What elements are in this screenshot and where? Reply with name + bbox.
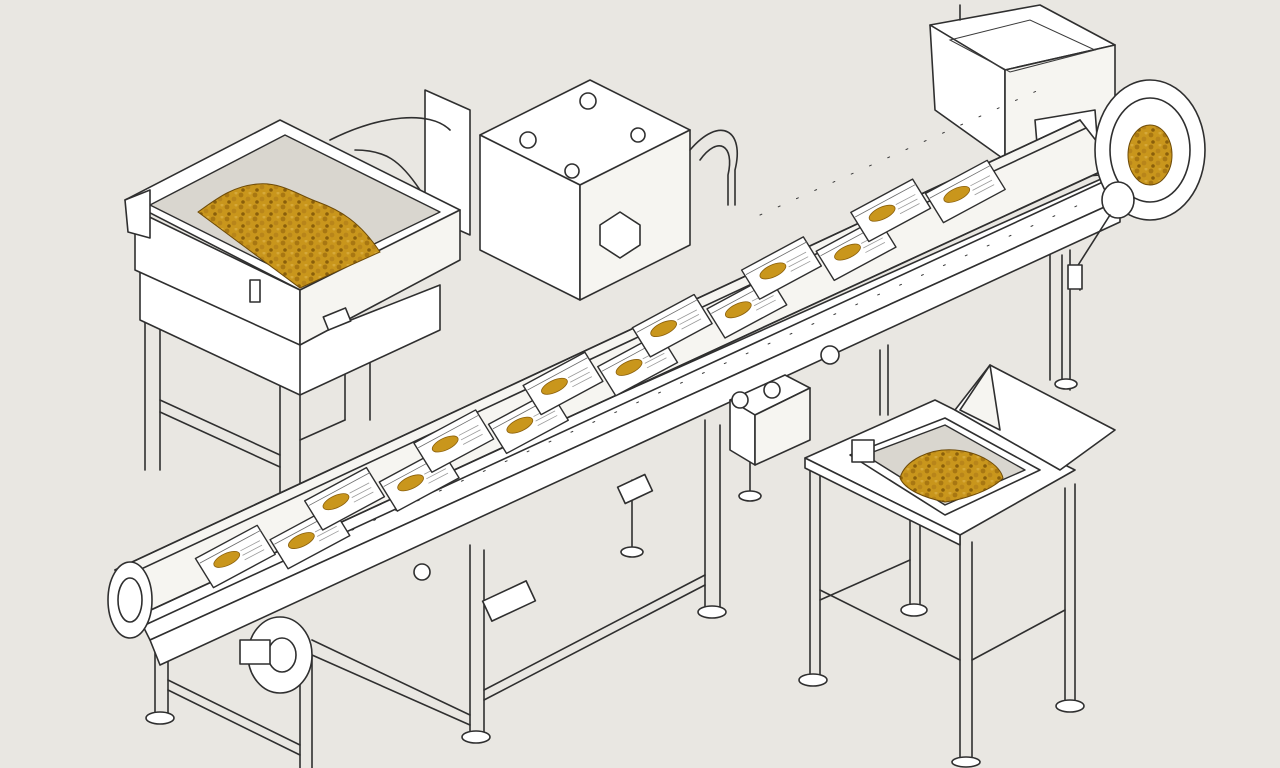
table-foot: [951, 756, 981, 768]
hopper-label-plate: [322, 307, 352, 331]
leveling-foot: [461, 730, 491, 744]
snack-bag: [522, 351, 604, 416]
grain-pile: [197, 183, 381, 289]
snack-bag: [303, 466, 386, 531]
tail-pulley: [107, 561, 153, 639]
snack-bag: [413, 409, 495, 473]
snack-bag: [850, 178, 932, 243]
idler-wheel: [1101, 181, 1135, 219]
tray-clip: [851, 439, 875, 463]
collection-tray-table: [798, 364, 1116, 768]
table-foot: [900, 603, 928, 617]
bolt-hole: [564, 163, 580, 179]
bolt-hole: [519, 131, 537, 149]
leveling-foot: [1054, 378, 1078, 390]
leveling-foot: [697, 605, 727, 619]
control-knob: [731, 391, 749, 409]
hopper-latch: [249, 279, 261, 303]
snack-bag: [631, 293, 713, 358]
tensioner: [1067, 264, 1083, 290]
snack-bag: [194, 524, 276, 589]
leveling-foot: [145, 711, 175, 725]
control-knob: [413, 563, 431, 581]
junction-box: [481, 580, 537, 622]
bags-on-belt: [194, 159, 1006, 589]
leveling-foot: [620, 546, 644, 558]
snack-bag: [924, 159, 1006, 224]
shaft-block: [599, 211, 641, 259]
control-knob: [820, 345, 840, 365]
bearing-block: [239, 639, 271, 665]
control-knob: [763, 381, 781, 399]
bolt-hole: [579, 92, 597, 110]
feed-hopper: [124, 119, 461, 521]
table-foot: [798, 673, 828, 687]
sensor-module: [616, 473, 654, 505]
tray-grain: [899, 449, 1004, 503]
control-box: [413, 345, 840, 581]
snack-bag: [740, 236, 823, 300]
leveling-foot: [738, 490, 762, 502]
bolt-hole: [630, 127, 646, 143]
table-foot: [1055, 699, 1085, 713]
